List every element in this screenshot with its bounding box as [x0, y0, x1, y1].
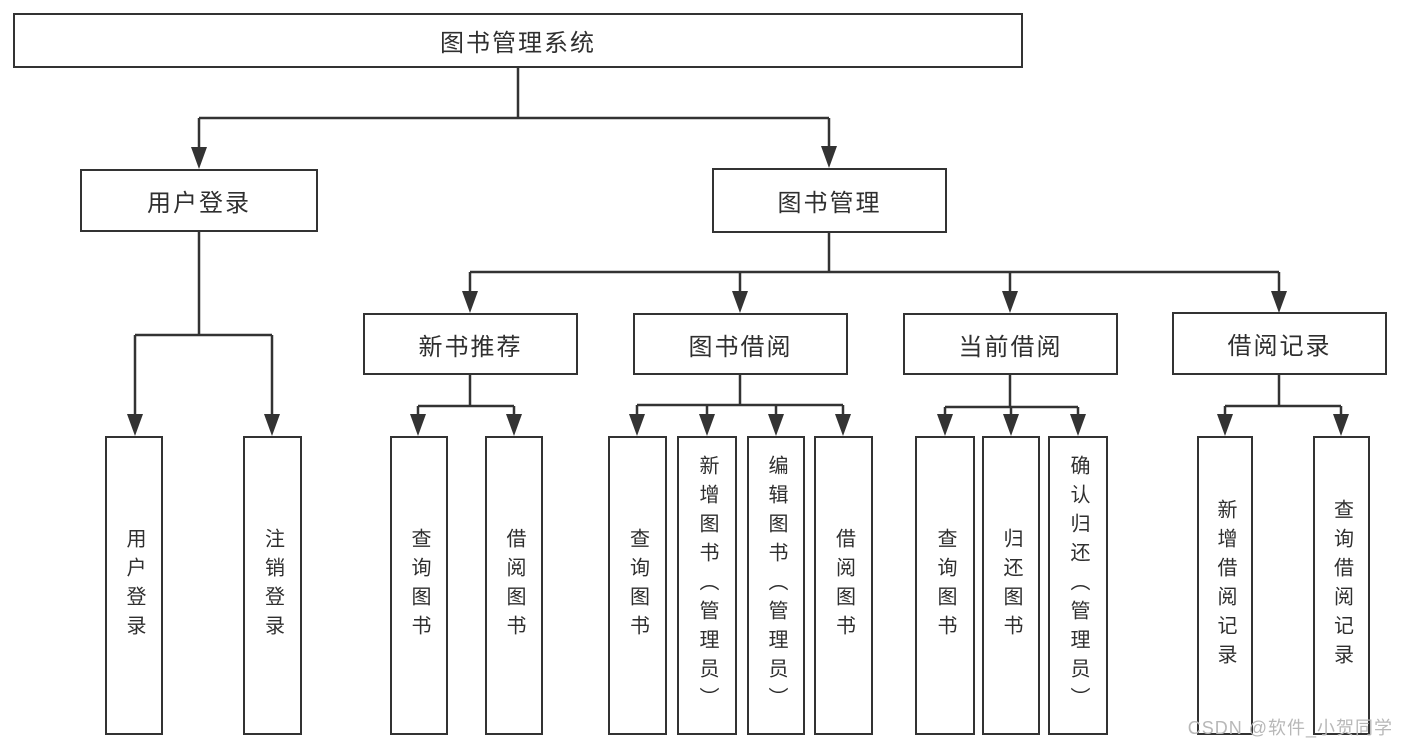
node-label: 图书管理	[777, 190, 882, 217]
node-leaf-add-books-admin: 新增图书（管理员）	[677, 436, 737, 735]
node-label: 图书管理系统	[440, 30, 596, 57]
node-current-borrowing: 当前借阅	[903, 313, 1118, 375]
node-borrowing-records: 借阅记录	[1172, 312, 1387, 375]
node-label: 查询图书	[408, 527, 430, 644]
node-leaf-query-books-3: 查询图书	[915, 436, 975, 735]
node-library-management-system: 图书管理系统	[13, 13, 1023, 68]
node-label: 新增图书（管理员）	[696, 455, 718, 716]
node-label: 借阅记录	[1227, 333, 1332, 360]
node-leaf-logout: 注销登录	[243, 436, 302, 735]
node-user-login: 用户登录	[80, 169, 318, 232]
node-leaf-borrow-books-1: 借阅图书	[485, 436, 543, 735]
node-label: 注销登录	[261, 527, 284, 644]
node-leaf-add-borrow-record: 新增借阅记录	[1197, 436, 1253, 735]
node-label: 新增借阅记录	[1214, 498, 1236, 673]
node-label: 编辑图书（管理员）	[765, 455, 787, 716]
node-leaf-query-books-1: 查询图书	[390, 436, 448, 735]
node-label: 借阅图书	[832, 527, 855, 644]
node-book-management: 图书管理	[712, 168, 947, 233]
node-label: 查询借阅记录	[1330, 498, 1353, 673]
node-label: 新书推荐	[418, 333, 523, 361]
node-label: 查询图书	[626, 527, 649, 644]
node-label: 当前借阅	[958, 333, 1063, 361]
node-label: 图书借阅	[688, 333, 793, 361]
node-label: 用户登录	[147, 190, 251, 217]
node-leaf-query-borrow-record: 查询借阅记录	[1313, 436, 1370, 735]
node-leaf-query-books-2: 查询图书	[608, 436, 667, 735]
node-label: 归还图书	[1000, 527, 1022, 644]
csdn-watermark: CSDN @软件_小贺同学	[1187, 718, 1393, 738]
node-label: 用户登录	[123, 527, 145, 644]
node-label: 确认归还（管理员）	[1067, 455, 1089, 716]
node-new-book-recommendation: 新书推荐	[363, 313, 578, 375]
node-leaf-edit-books-admin: 编辑图书（管理员）	[747, 436, 805, 735]
tree-edges	[133, 68, 1343, 419]
node-book-borrowing: 图书借阅	[633, 313, 848, 375]
node-leaf-borrow-books-2: 借阅图书	[814, 436, 873, 735]
node-leaf-confirm-return-admin: 确认归还（管理员）	[1048, 436, 1108, 735]
node-label: 借阅图书	[503, 527, 525, 644]
node-label: 查询图书	[934, 527, 956, 644]
node-leaf-return-books: 归还图书	[982, 436, 1040, 735]
node-leaf-user-login: 用户登录	[105, 436, 163, 735]
arrowhead-triangles	[127, 146, 1349, 436]
